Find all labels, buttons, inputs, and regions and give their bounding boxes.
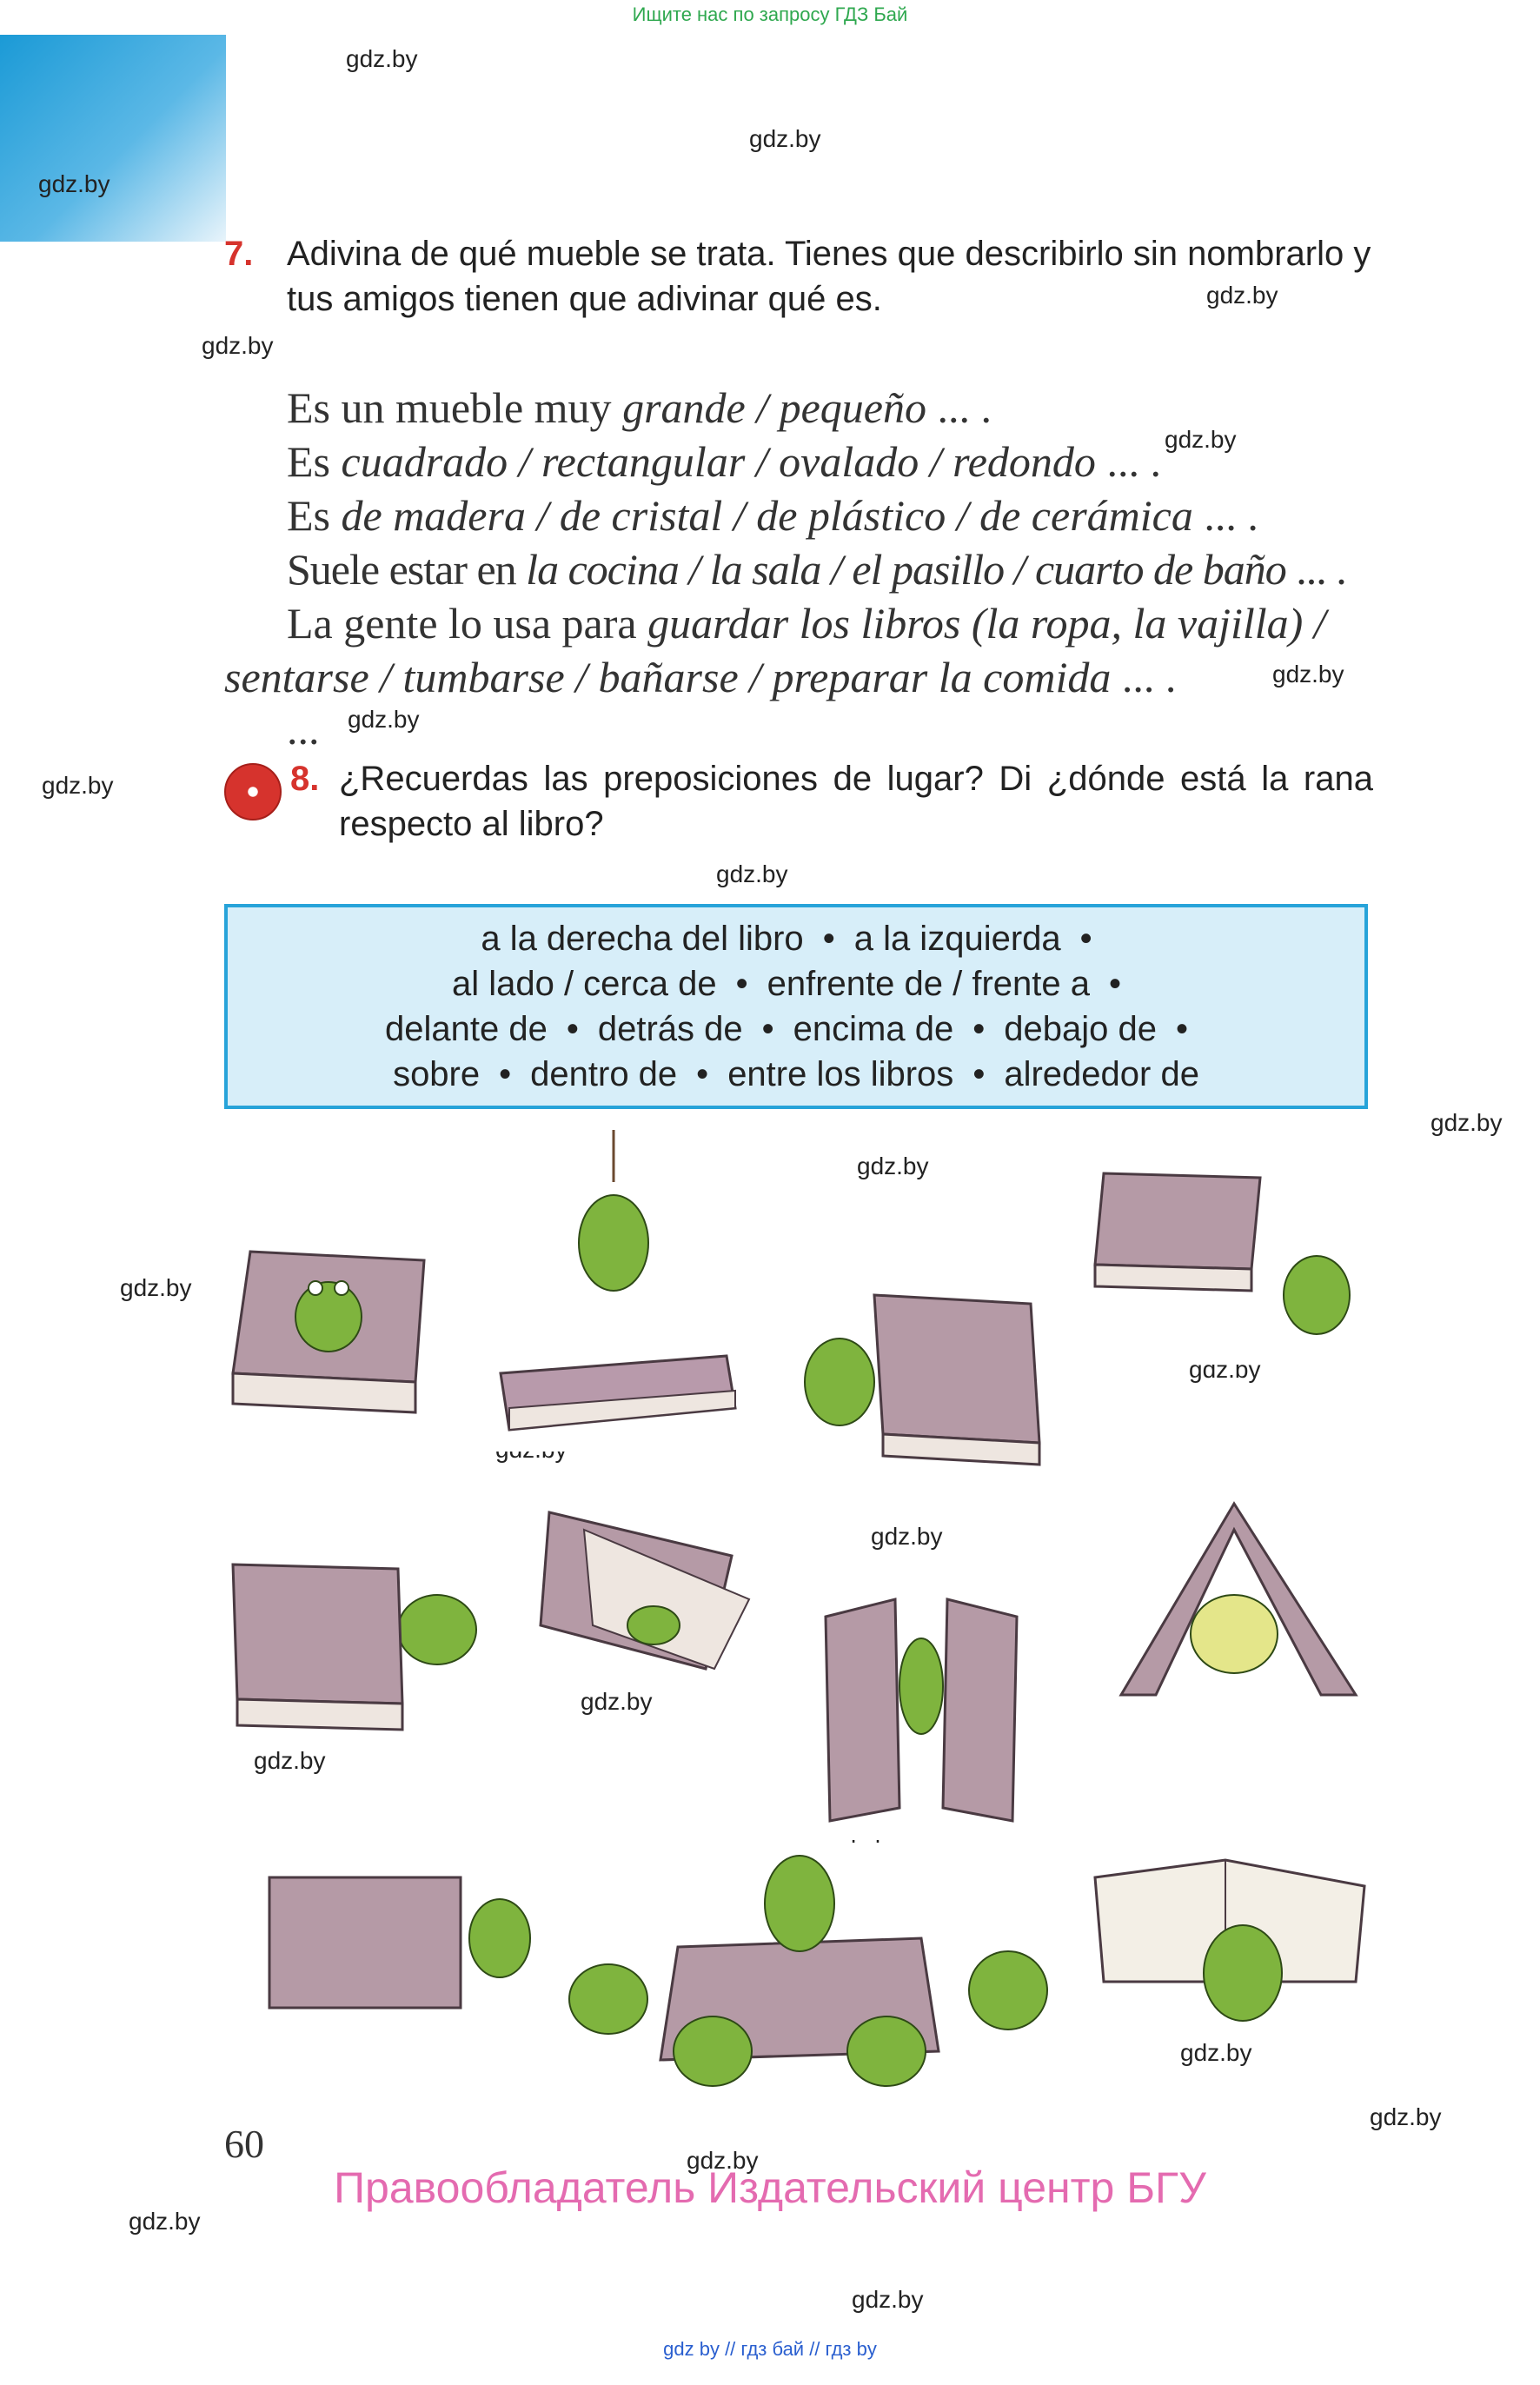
illustration-frog-left-of-book	[779, 1278, 1065, 1478]
description-line: Es un mueble muy grande / pequeño ... .	[287, 383, 992, 432]
footer-links[interactable]: gdz by // гдз бай // гдз by	[663, 2338, 877, 2360]
watermark: gdz.by	[687, 2147, 759, 2174]
watermark: gdz.by	[852, 2286, 924, 2313]
prepositions-row: al lado / cerca de•enfrente de / frente …	[451, 965, 1122, 1003]
watermark: gdz.by	[348, 706, 420, 733]
description-line: Suele estar en la cocina / la sala / el …	[287, 545, 1347, 594]
illustration-frog-above-book	[483, 1130, 744, 1452]
watermark: gdz.by	[38, 170, 110, 197]
watermark: gdz.by	[346, 45, 418, 72]
illustration-frog-next-to-book	[261, 1860, 539, 2043]
prepositions-row: sobre•dentro de•entre los libros•alreded…	[393, 1055, 1199, 1093]
watermark: gdz.by	[857, 1153, 929, 1179]
illustration-frog-right-of-book	[1086, 1165, 1373, 1365]
watermark: gdz.by	[1272, 661, 1344, 688]
description-line: La gente lo usa para guardar los libros …	[287, 599, 1326, 648]
watermark: gdz.by	[581, 1688, 653, 1715]
watermark: gdz.by	[1206, 282, 1278, 309]
top-notice: Ищите нас по запросу ГДЗ Бай	[632, 3, 908, 25]
corner-decoration	[0, 35, 226, 242]
rights-holder: Правообладатель Издательский центр БГУ	[334, 2163, 1206, 2212]
illustration-frog-inside-book	[532, 1495, 775, 1686]
description-line: ...	[287, 705, 320, 754]
exercise-7-number: 7.	[224, 235, 254, 273]
watermark: gdz.by	[1165, 426, 1237, 453]
illustration-frog-on-book-cover	[224, 1234, 433, 1434]
watermark: gdz.by	[120, 1274, 192, 1301]
prepositions-row: delante de•detrás de•encima de•debajo de…	[385, 1010, 1188, 1048]
watermark: gdz.by	[202, 332, 274, 359]
watermark: gdz.by	[871, 1523, 943, 1550]
description-line: sentarse / tumbarse / bañarse / preparar…	[224, 653, 1177, 701]
watermark: gdz.by	[129, 2208, 201, 2235]
illustration-frog-between-books	[817, 1582, 1026, 1825]
watermark: gdz.by	[1430, 1109, 1503, 1136]
illustration-frog-behind-book	[224, 1556, 502, 1747]
description-line: Es cuadrado / rectangular / ovalado / re…	[287, 437, 1161, 486]
illustration-frog-under-book	[1104, 1495, 1373, 1704]
description-line: Es de madera / de cristal / de plástico …	[287, 491, 1258, 540]
exercise-8-instruction: ¿Recuerdas las preposiciones de lugar? D…	[339, 760, 1373, 843]
prepositions-row: a la derecha del libro•a la izquierda•	[481, 920, 1092, 958]
watermark: gdz.by	[716, 860, 788, 887]
watermark: gdz.by	[254, 1747, 326, 1774]
exercise-7-instruction: Adivina de qué mueble se trata. Tienes q…	[287, 235, 1371, 318]
watermark: gdz.by	[1370, 2103, 1442, 2130]
audio-cd-icon	[224, 763, 282, 820]
watermark: gdz.by	[749, 125, 821, 152]
page-number: 60	[224, 2122, 264, 2166]
illustration-frogs-around-book	[539, 1843, 1078, 2095]
watermark: gdz.by	[42, 772, 114, 799]
watermark: gdz.by	[1180, 2039, 1252, 2066]
prepositions-box: a la derecha del libro•a la izquierda• a…	[224, 904, 1368, 1109]
exercise-8-number: 8.	[290, 760, 320, 798]
illustration-frog-in-front-of-book	[1086, 1843, 1373, 2043]
